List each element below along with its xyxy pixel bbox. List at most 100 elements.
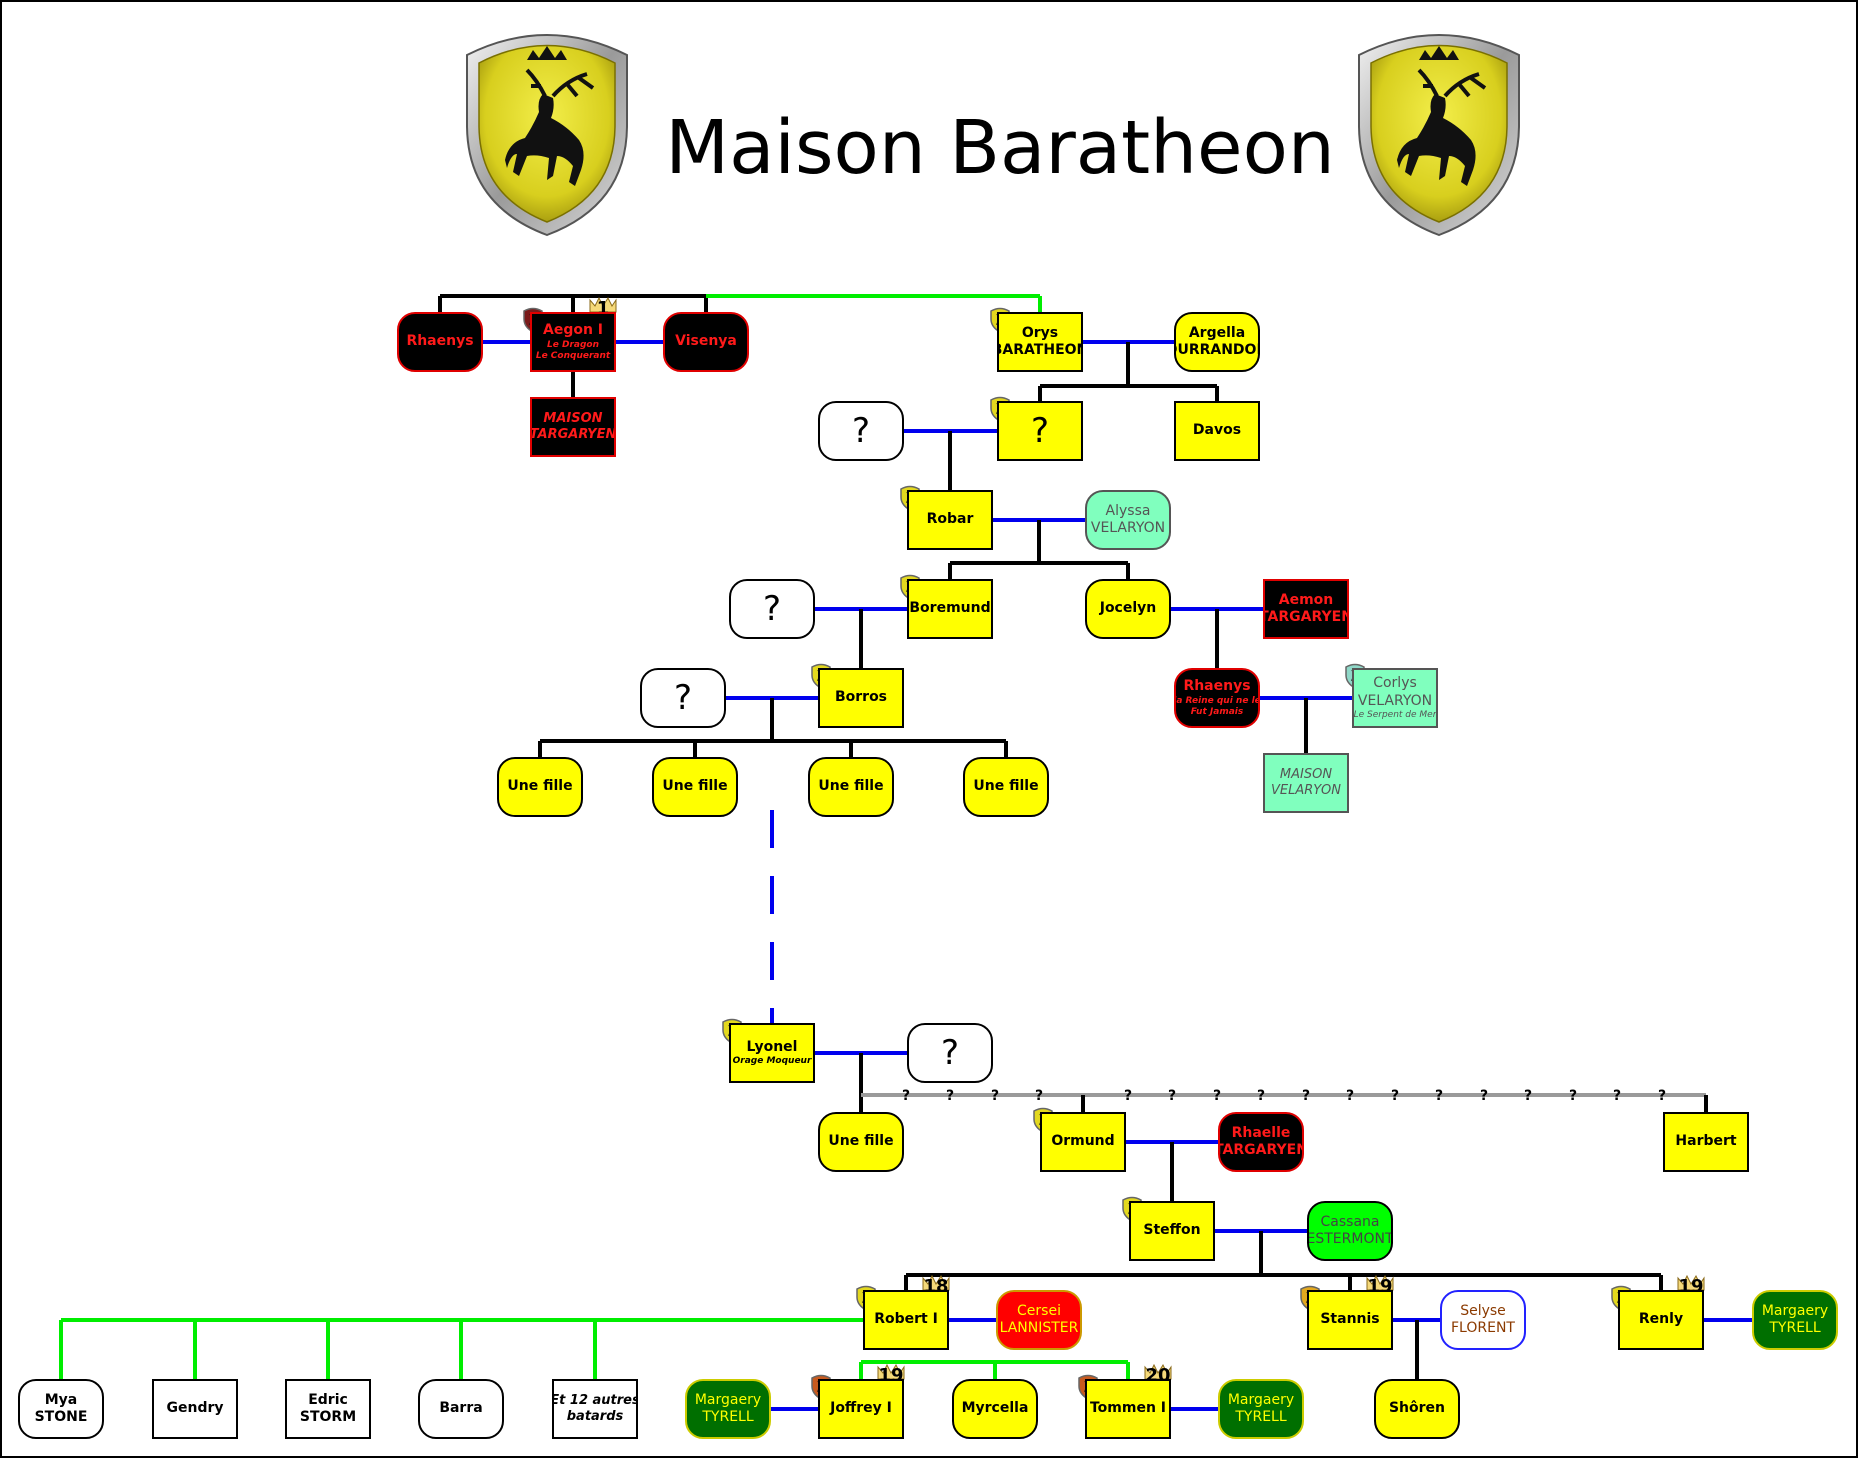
person-name-line: Harbert bbox=[1675, 1133, 1737, 1150]
unknown-mark: ? bbox=[1035, 1088, 1043, 1104]
person-q2: ? bbox=[997, 401, 1083, 461]
person-jocelyn: Jocelyn bbox=[1085, 579, 1171, 639]
person-steffon: Steffon bbox=[1129, 1201, 1215, 1261]
left-stag-shield-icon bbox=[466, 34, 628, 237]
person-name-line: STONE bbox=[34, 1409, 88, 1425]
person-name-line: Joffrey I bbox=[830, 1400, 892, 1417]
person-q3: ? bbox=[729, 579, 815, 639]
person-boremund: Boremund bbox=[907, 579, 993, 639]
crown-icon bbox=[1677, 1274, 1705, 1291]
person-name-line: ESTERMONT bbox=[1307, 1231, 1393, 1247]
person-name-line: Visenya bbox=[675, 333, 737, 350]
person-fille3: Une fille bbox=[808, 757, 894, 817]
person-name-line: MAISON bbox=[543, 410, 603, 426]
person-name-line: Borros bbox=[834, 689, 888, 706]
person-name-line: Edric bbox=[308, 1391, 348, 1408]
person-name-line: Corlys bbox=[1373, 675, 1417, 692]
person-davos: Davos bbox=[1174, 401, 1260, 461]
unknown-mark: ? bbox=[1658, 1088, 1666, 1104]
unknown-mark: ? bbox=[1613, 1088, 1621, 1104]
person-name-line: DURRANDON bbox=[1176, 342, 1258, 358]
person-name-line: Aegon I bbox=[542, 322, 604, 339]
person-barra: Barra bbox=[418, 1379, 504, 1439]
person-epithet: Le Dragon bbox=[547, 339, 599, 350]
person-epithet: Le Serpent de Mer bbox=[1353, 710, 1437, 721]
person-name-line: Une fille bbox=[818, 778, 884, 795]
crown-icon bbox=[922, 1274, 950, 1291]
person-name-line: Mya bbox=[44, 1391, 78, 1408]
connector-lines: ????????????????? bbox=[59, 294, 1752, 1411]
person-name-line: Ormund bbox=[1051, 1133, 1115, 1150]
unknown-mark: ? bbox=[1569, 1088, 1577, 1104]
person-name-line: Orys bbox=[1021, 324, 1059, 341]
unknown-mark: ? bbox=[1346, 1088, 1354, 1104]
crown-icon bbox=[1144, 1363, 1172, 1380]
page-title: Maison Baratheon bbox=[665, 105, 1335, 191]
unknown-mark: ? bbox=[1435, 1088, 1443, 1104]
person-name-line: Myrcella bbox=[961, 1400, 1029, 1417]
person-name-line: VELARYON bbox=[1271, 783, 1341, 798]
person-q4: ? bbox=[640, 668, 726, 728]
crown-icon bbox=[1366, 1274, 1394, 1291]
person-name-line: Une fille bbox=[828, 1133, 894, 1150]
person-name-line: Boremund bbox=[909, 600, 991, 617]
person-epithet: Fut Jamais bbox=[1190, 706, 1244, 717]
unknown-mark: ? bbox=[1302, 1088, 1310, 1104]
person-shoren: Shôren bbox=[1374, 1379, 1460, 1439]
crown-icon bbox=[877, 1363, 905, 1380]
person-name-line: Robert I bbox=[874, 1311, 938, 1328]
person-name-line: LANNISTER bbox=[999, 1320, 1079, 1336]
person-name-line: Et 12 autres bbox=[552, 1392, 638, 1408]
person-name-line: ? bbox=[762, 588, 782, 629]
person-name-line: Stannis bbox=[1320, 1311, 1380, 1328]
person-name-line: VELARYON bbox=[1357, 692, 1433, 709]
person-name-line: Une fille bbox=[507, 778, 573, 795]
person-renly: Renly bbox=[1618, 1290, 1704, 1350]
unknown-mark: ? bbox=[1168, 1088, 1176, 1104]
person-name-line: Une fille bbox=[973, 778, 1039, 795]
person-joffrey: Joffrey I bbox=[818, 1379, 904, 1439]
person-name-line: Margaery bbox=[694, 1391, 762, 1408]
person-name-line: TARGARYEN bbox=[1263, 609, 1349, 625]
crown-icon bbox=[589, 296, 617, 313]
person-q5: ? bbox=[907, 1023, 993, 1083]
person-tommen: Tommen I bbox=[1085, 1379, 1171, 1439]
person-name-line: TYRELL bbox=[1769, 1320, 1821, 1336]
person-name-line: BARATHEON bbox=[999, 342, 1083, 358]
person-name-line: Steffon bbox=[1143, 1222, 1201, 1239]
person-name-line: TYRELL bbox=[1235, 1409, 1287, 1425]
person-name-line: Davos bbox=[1192, 422, 1242, 439]
person-name-line: MAISON bbox=[1279, 766, 1333, 782]
person-argella: ArgellaDURRANDON bbox=[1174, 312, 1260, 372]
person-borros: Borros bbox=[818, 668, 904, 728]
unknown-mark: ? bbox=[1213, 1088, 1221, 1104]
person-name-line: ? bbox=[1030, 410, 1050, 451]
person-fille5: Une fille bbox=[818, 1112, 904, 1172]
person-name-line: TARGARYEN bbox=[530, 427, 616, 442]
person-visenya: Visenya bbox=[663, 312, 749, 372]
person-robert: Robert I bbox=[863, 1290, 949, 1350]
person-name-line: STORM bbox=[299, 1409, 357, 1425]
unknown-mark: ? bbox=[1480, 1088, 1488, 1104]
person-harbert: Harbert bbox=[1663, 1112, 1749, 1172]
person-name-line: Robar bbox=[926, 511, 974, 528]
person-name-line: ? bbox=[940, 1032, 960, 1073]
unknown-mark: ? bbox=[1391, 1088, 1399, 1104]
person-name-line: Jocelyn bbox=[1099, 600, 1157, 617]
person-name-line: Rhaenys bbox=[1183, 678, 1251, 695]
person-name-line: Cersei bbox=[1017, 1302, 1061, 1319]
person-q1: ? bbox=[818, 401, 904, 461]
